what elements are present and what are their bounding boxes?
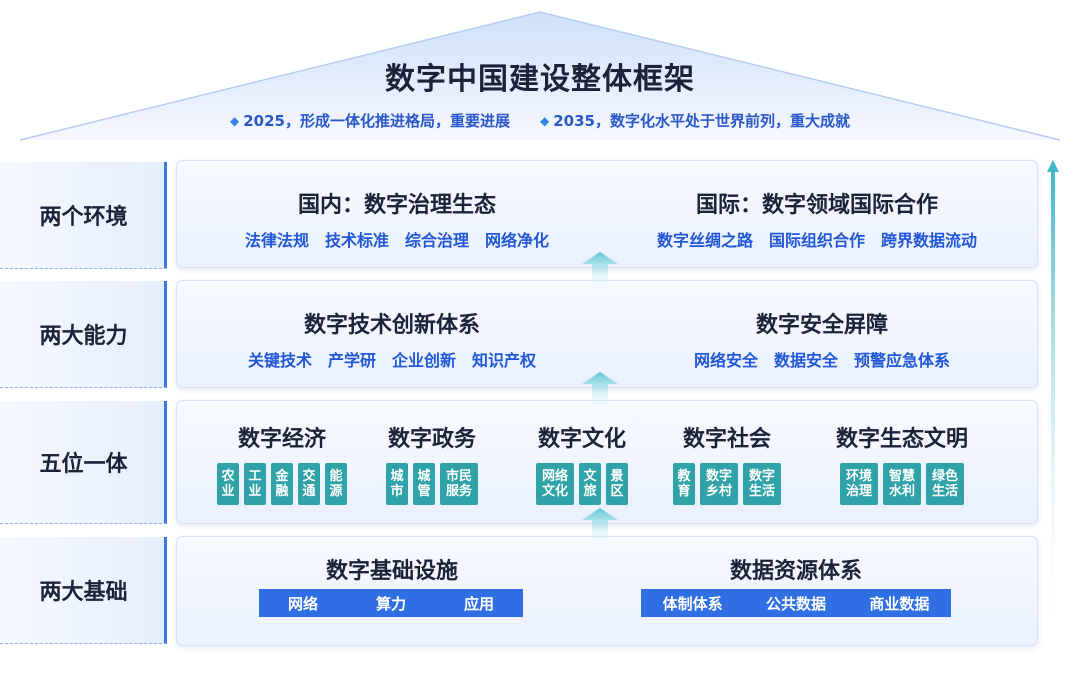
panel-five-in-one: 数字经济 农 业 工 业 金 融 交 通 能 源 数字政务 城 市 城 管 市民… bbox=[176, 400, 1038, 524]
panel-foundation: 数字基础设施 网络 算力 应用 数据资源体系 体制体系 公共数据 商业数据 bbox=[176, 536, 1038, 646]
sub-items: 网络安全 数据安全 预警应急体系 bbox=[637, 347, 1007, 371]
row-label-foundation: 两大基础 bbox=[0, 537, 167, 644]
bar-item: 应用 bbox=[463, 594, 494, 613]
tile: 绿色 生活 bbox=[926, 463, 964, 505]
row-label-bar bbox=[164, 281, 167, 387]
sub-items: 数字丝绸之路 国际组织合作 跨界数据流动 bbox=[617, 227, 1017, 251]
data-resource-bar: 体制体系 公共数据 商业数据 bbox=[641, 589, 951, 617]
infrastructure-block: 数字基础设施 bbox=[257, 553, 527, 585]
row-label-bar bbox=[164, 537, 167, 643]
digital-society-block: 数字社会 教 育 数字 乡村 数字 生活 bbox=[662, 421, 792, 505]
block-title: 数字安全屏障 bbox=[755, 313, 888, 338]
row-label-bar bbox=[164, 401, 167, 523]
block-title: 数字技术创新体系 bbox=[303, 313, 480, 338]
sub-items: 关键技术 产学研 企业创新 知识产权 bbox=[197, 347, 587, 371]
tile: 网络 文化 bbox=[536, 463, 574, 505]
up-arrow-icon bbox=[582, 372, 618, 404]
up-arrow-icon bbox=[582, 252, 618, 284]
block-title: 数字社会 bbox=[682, 427, 771, 452]
digital-ecology-block: 数字生态文明 环境 治理 智慧 水利 绿色 生活 bbox=[812, 421, 992, 505]
tile: 工 业 bbox=[244, 463, 266, 505]
tile: 能 源 bbox=[325, 463, 347, 505]
bar-item: 商业数据 bbox=[869, 594, 930, 613]
sub-item: 网络安全 bbox=[693, 351, 758, 370]
goal-2035: ◆ 2035，数字化水平处于世界前列，重大成就 bbox=[540, 110, 850, 131]
sub-item: 关键技术 bbox=[247, 351, 312, 370]
tech-innovation-block: 数字技术创新体系 关键技术 产学研 企业创新 知识产权 bbox=[197, 307, 587, 371]
goals: ◆ 2025，形成一体化推进格局，重要进展 ◆ 2035，数字化水平处于世界前列… bbox=[0, 110, 1080, 131]
goal-text: 2025，形成一体化推进格局，重要进展 bbox=[243, 112, 510, 130]
sub-item: 知识产权 bbox=[472, 351, 537, 370]
page-title: 数字中国建设整体框架 bbox=[385, 62, 695, 97]
sub-item: 预警应急体系 bbox=[854, 351, 951, 370]
digital-economy-block: 数字经济 农 业 工 业 金 融 交 通 能 源 bbox=[207, 421, 357, 505]
row-label-text: 五位一体 bbox=[39, 452, 128, 477]
goal-2025: ◆ 2025，形成一体化推进格局，重要进展 bbox=[230, 110, 510, 131]
block-title: 数字文化 bbox=[537, 427, 626, 452]
tile: 景 区 bbox=[606, 463, 628, 505]
tiles: 环境 治理 智慧 水利 绿色 生活 bbox=[812, 463, 992, 505]
tiles: 农 业 工 业 金 融 交 通 能 源 bbox=[207, 463, 357, 505]
block-title: 数字经济 bbox=[237, 427, 326, 452]
row-label-text: 两大基础 bbox=[39, 580, 128, 605]
tile: 智慧 水利 bbox=[883, 463, 921, 505]
sub-items: 法律法规 技术标准 综合治理 网络净化 bbox=[217, 227, 577, 251]
block-title: 数字政务 bbox=[387, 427, 476, 452]
tile: 数字 生活 bbox=[743, 463, 781, 505]
block-title: 国内：数字治理生态 bbox=[297, 193, 496, 218]
sub-item: 数字丝绸之路 bbox=[656, 231, 753, 250]
diamond-icon: ◆ bbox=[540, 113, 550, 128]
bar-item: 算力 bbox=[375, 594, 406, 613]
tile: 金 融 bbox=[271, 463, 293, 505]
row-label-text: 两大能力 bbox=[39, 324, 128, 349]
bar-item: 体制体系 bbox=[662, 594, 723, 613]
security-block: 数字安全屏障 网络安全 数据安全 预警应急体系 bbox=[637, 307, 1007, 371]
sub-item: 国际组织合作 bbox=[768, 231, 865, 250]
sub-item: 企业创新 bbox=[392, 351, 457, 370]
block-title: 数字基础设施 bbox=[325, 559, 458, 584]
row-label-five-in-one: 五位一体 bbox=[0, 401, 167, 524]
infrastructure-bar: 网络 算力 应用 bbox=[259, 589, 523, 617]
tile: 城 管 bbox=[413, 463, 435, 505]
tile: 环境 治理 bbox=[840, 463, 878, 505]
up-arrow-icon bbox=[582, 508, 618, 540]
goal-text: 2035，数字化水平处于世界前列，重大成就 bbox=[553, 112, 850, 130]
data-resource-block: 数据资源体系 bbox=[641, 553, 951, 585]
tiles: 教 育 数字 乡村 数字 生活 bbox=[662, 463, 792, 505]
tile: 城 市 bbox=[386, 463, 408, 505]
panel-environment: 国内：数字治理生态 法律法规 技术标准 综合治理 网络净化 国际：数字领域国际合… bbox=[176, 160, 1038, 268]
domestic-block: 国内：数字治理生态 法律法规 技术标准 综合治理 网络净化 bbox=[217, 187, 577, 251]
roof-shape bbox=[19, 11, 1061, 141]
row-label-environment: 两个环境 bbox=[0, 162, 167, 269]
side-up-arrow-icon bbox=[1047, 160, 1059, 648]
row-label-capability: 两大能力 bbox=[0, 281, 167, 388]
panel-capability: 数字技术创新体系 关键技术 产学研 企业创新 知识产权 数字安全屏障 网络安全 … bbox=[176, 280, 1038, 388]
digital-culture-block: 数字文化 网络 文化 文 旅 景 区 bbox=[517, 421, 647, 505]
sub-item: 综合治理 bbox=[405, 231, 470, 250]
row-label-bar bbox=[164, 162, 167, 268]
bar-item: 公共数据 bbox=[765, 594, 826, 613]
sub-item: 数据安全 bbox=[773, 351, 838, 370]
diamond-icon: ◆ bbox=[230, 113, 240, 128]
sub-item: 跨界数据流动 bbox=[881, 231, 978, 250]
tile: 文 旅 bbox=[579, 463, 601, 505]
sub-item: 网络净化 bbox=[485, 231, 550, 250]
tiles: 网络 文化 文 旅 景 区 bbox=[517, 463, 647, 505]
tile: 市民 服务 bbox=[440, 463, 478, 505]
tile: 农 业 bbox=[217, 463, 239, 505]
tile: 交 通 bbox=[298, 463, 320, 505]
sub-item: 法律法规 bbox=[244, 231, 309, 250]
digital-government-block: 数字政务 城 市 城 管 市民 服务 bbox=[367, 421, 497, 505]
international-block: 国际：数字领域国际合作 数字丝绸之路 国际组织合作 跨界数据流动 bbox=[617, 187, 1017, 251]
sub-item: 技术标准 bbox=[324, 231, 389, 250]
block-title: 数据资源体系 bbox=[729, 559, 862, 584]
tiles: 城 市 城 管 市民 服务 bbox=[367, 463, 497, 505]
bar-item: 网络 bbox=[287, 594, 318, 613]
tile: 教 育 bbox=[673, 463, 695, 505]
block-title: 数字生态文明 bbox=[835, 427, 968, 452]
tile: 数字 乡村 bbox=[700, 463, 738, 505]
sub-item: 产学研 bbox=[327, 351, 376, 370]
row-label-text: 两个环境 bbox=[39, 205, 128, 230]
block-title: 国际：数字领域国际合作 bbox=[695, 193, 938, 218]
